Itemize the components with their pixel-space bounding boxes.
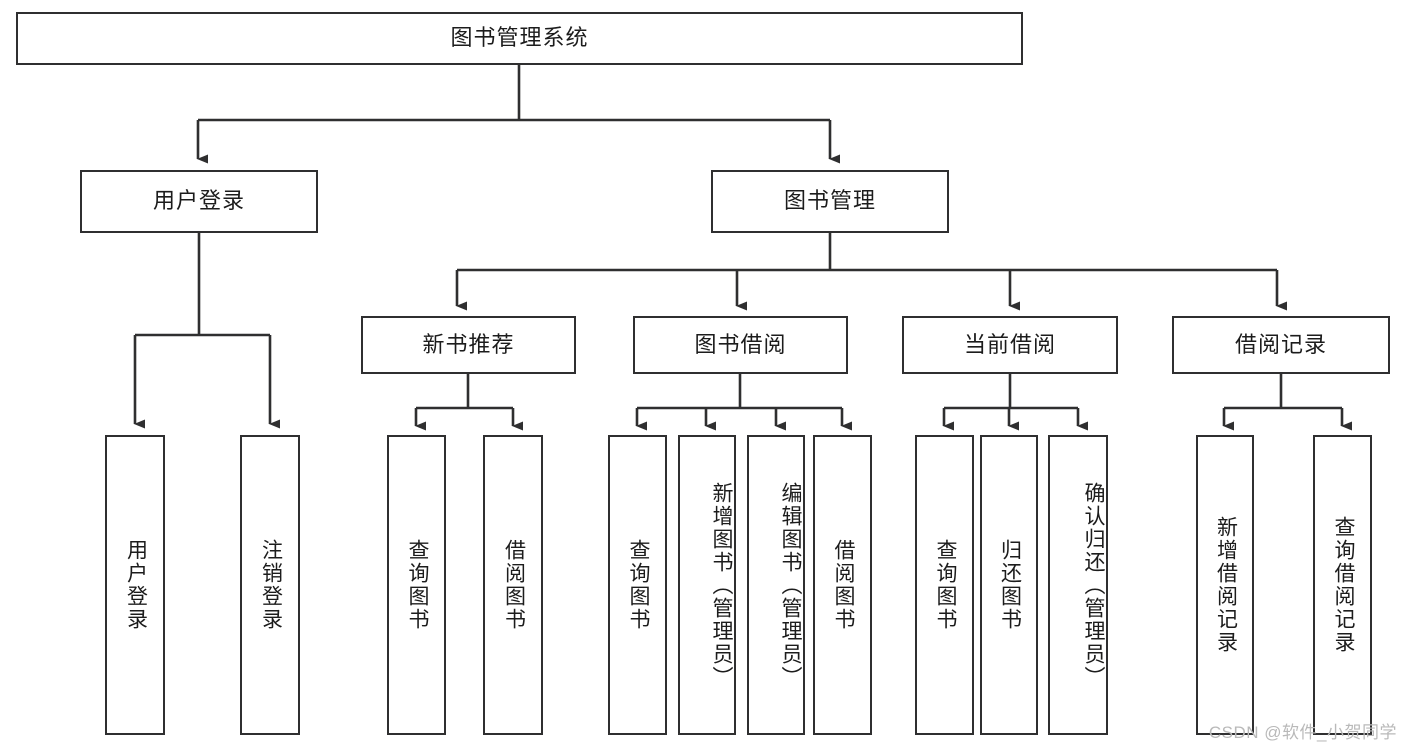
- node-label: 图书借阅: [694, 331, 787, 357]
- node-label: 图书管理: [783, 188, 876, 214]
- node-label: 编辑图书（管理员）: [779, 481, 802, 689]
- leaf-book-borrow-query[interactable]: 查询图书: [608, 435, 667, 735]
- leaf-book-borrow-borrow[interactable]: 借阅图书: [813, 435, 872, 735]
- node-label: 查询图书: [405, 539, 429, 631]
- node-user-login[interactable]: 用户登录: [80, 170, 318, 233]
- leaf-current-borrow-query[interactable]: 查询图书: [915, 435, 974, 735]
- node-label: 新增图书（管理员）: [710, 481, 733, 689]
- node-label: 用户登录: [152, 188, 245, 214]
- node-label: 新书推荐: [422, 331, 515, 357]
- node-label: 确认归还（管理员）: [1082, 481, 1105, 689]
- leaf-book-borrow-add[interactable]: 新增图书（管理员）: [678, 435, 736, 735]
- node-borrow-record[interactable]: 借阅记录: [1172, 316, 1390, 374]
- node-book-borrow[interactable]: 图书借阅: [633, 316, 848, 374]
- node-label: 查询图书: [933, 539, 957, 631]
- leaf-user-login-login[interactable]: 用户登录: [105, 435, 165, 735]
- leaf-borrow-record-query[interactable]: 查询借阅记录: [1313, 435, 1372, 735]
- leaf-new-book-borrow[interactable]: 借阅图书: [483, 435, 543, 735]
- node-label: 借阅图书: [831, 539, 855, 631]
- node-label: 图书管理系统: [450, 25, 589, 51]
- node-label: 查询借阅记录: [1331, 516, 1355, 654]
- leaf-current-borrow-return[interactable]: 归还图书: [980, 435, 1038, 735]
- watermark-text: CSDN @软件_小贺同学: [1208, 723, 1397, 742]
- node-label: 当前借阅: [963, 331, 1056, 357]
- node-label: 用户登录: [124, 539, 148, 631]
- leaf-user-login-logout[interactable]: 注销登录: [240, 435, 300, 735]
- leaf-book-borrow-edit[interactable]: 编辑图书（管理员）: [747, 435, 805, 735]
- node-current-borrow[interactable]: 当前借阅: [902, 316, 1118, 374]
- node-root-system[interactable]: 图书管理系统: [16, 12, 1023, 65]
- node-label: 借阅图书: [502, 539, 526, 631]
- node-label: 注销登录: [259, 539, 283, 631]
- node-label: 借阅记录: [1234, 331, 1327, 357]
- node-label: 归还图书: [998, 539, 1022, 631]
- leaf-borrow-record-add[interactable]: 新增借阅记录: [1196, 435, 1254, 735]
- leaf-new-book-query[interactable]: 查询图书: [387, 435, 446, 735]
- node-book-management[interactable]: 图书管理: [711, 170, 949, 233]
- leaf-current-borrow-confirm-return[interactable]: 确认归还（管理员）: [1048, 435, 1108, 735]
- node-label: 新增借阅记录: [1214, 516, 1238, 654]
- node-new-book-recommend[interactable]: 新书推荐: [361, 316, 576, 374]
- node-label: 查询图书: [626, 539, 650, 631]
